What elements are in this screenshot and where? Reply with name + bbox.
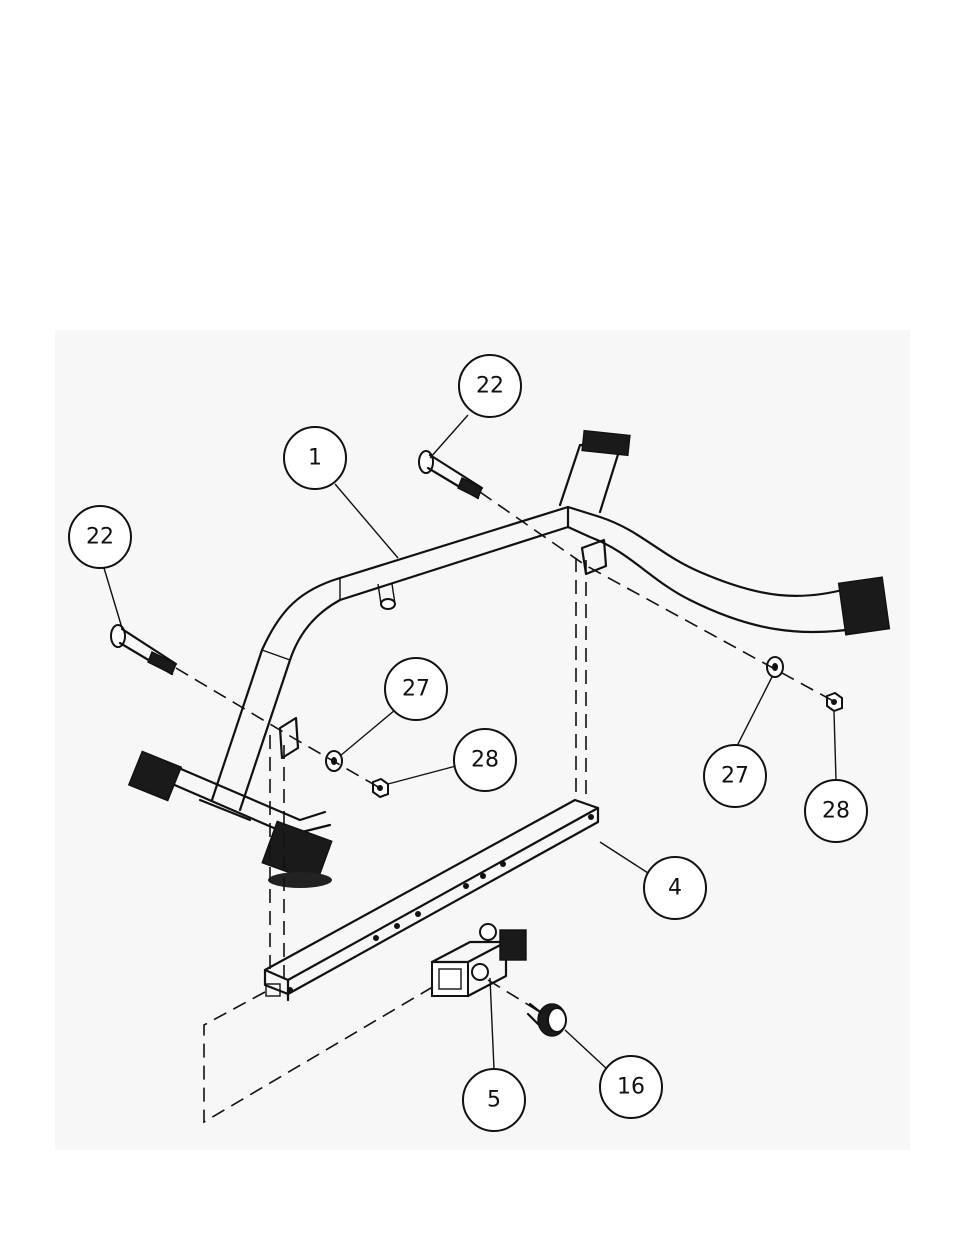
callout-22-left-label: 22 (86, 525, 114, 550)
callout-5-label: 5 (487, 1088, 501, 1113)
part-27-washer-right (767, 657, 783, 677)
callout-28-right: 28 (805, 780, 867, 842)
callout-16-label: 16 (617, 1075, 645, 1100)
callout-27-left-label: 27 (402, 677, 430, 702)
callout-28-left-label: 28 (471, 748, 499, 773)
callout-4-label: 4 (668, 876, 682, 901)
part-28-nut-right (827, 693, 842, 711)
callout-22-top-label: 22 (476, 374, 504, 399)
callout-22-left: 22 (69, 506, 131, 568)
callout-16: 16 (600, 1056, 662, 1118)
callout-27-left: 27 (385, 658, 447, 720)
callout-1: 1 (284, 427, 346, 489)
callout-28-left: 28 (454, 729, 516, 791)
callout-22-top: 22 (459, 355, 521, 417)
callout-27-right: 27 (704, 745, 766, 807)
callout-5: 5 (463, 1069, 525, 1131)
callout-28-right-label: 28 (822, 799, 850, 824)
callout-1-label: 1 (308, 446, 322, 471)
callout-4: 4 (644, 857, 706, 919)
top-right-cap (582, 431, 630, 456)
callout-27-right-label: 27 (721, 764, 749, 789)
right-foot-cap (839, 577, 890, 635)
part-28-nut-left (373, 779, 388, 797)
